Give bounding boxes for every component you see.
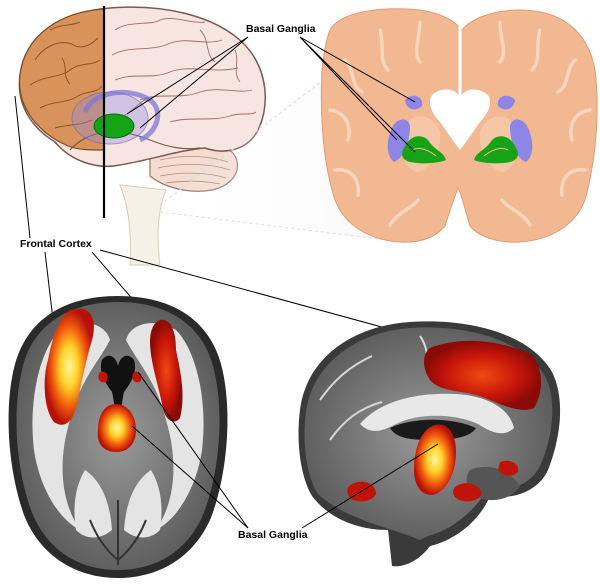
axial-activation-small-1: [98, 371, 108, 383]
top-basal-ganglia-label: Basal Ganglia: [246, 23, 316, 35]
frontal-lobe: [19, 8, 105, 151]
bottom-basal-ganglia-callout: Basal Ganglia: [131, 371, 439, 541]
temporal-lobe-edge: [69, 131, 201, 151]
caudate-right: [497, 95, 515, 110]
sagittal-activation-basal-ganglia: [414, 424, 456, 495]
putamen-right-blue: [510, 119, 533, 162]
brainstem: [119, 184, 167, 266]
coronal-section: [320, 8, 598, 243]
coronal-sulci: [328, 20, 592, 227]
sagittal-activation-frontal: [424, 340, 542, 410]
top-leader-lines: [126, 36, 416, 153]
pallidus-detail: [411, 147, 509, 157]
putamen-highlight: [93, 113, 135, 139]
lateral-ventricles: [429, 89, 491, 150]
top-basal-ganglia-callout: Basal Ganglia: [126, 23, 416, 153]
sagittal-activation-small-2: [453, 483, 482, 502]
axial-activation-left-frontal: [44, 308, 94, 425]
axial-mri-slice: [8, 296, 228, 578]
axial-occipital-gyri: [89, 500, 147, 565]
frontal-cortex-label: Frontal Cortex: [20, 238, 92, 250]
lateral-brain-illustration: [18, 6, 266, 266]
axial-activation-basal-ganglia: [97, 404, 136, 452]
bottom-basal-ganglia-label: Basal Ganglia: [238, 529, 308, 541]
corpus-callosum: [360, 393, 514, 434]
bottom-leader-lines: [131, 371, 439, 529]
axial-activation-right-frontal: [150, 319, 183, 422]
sagittal-activation-small-3: [498, 460, 519, 476]
frontal-gyri: [29, 21, 103, 129]
sagittal-mri-slice: [298, 321, 561, 567]
axial-ventricles: [100, 355, 136, 416]
projection-edge-bottom: [159, 211, 413, 244]
